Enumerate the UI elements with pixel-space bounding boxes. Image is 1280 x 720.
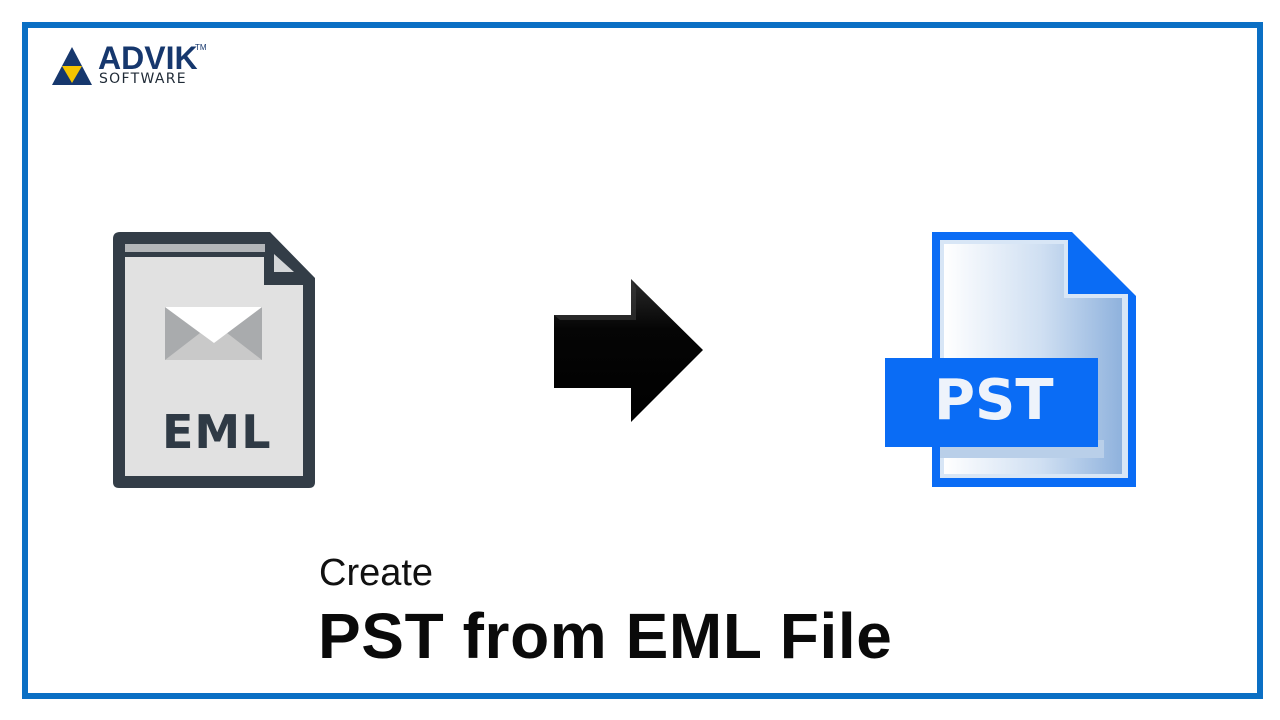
pst-file-icon — [885, 232, 1136, 487]
trademark-mark: TM — [195, 43, 207, 52]
arrow-right-icon — [554, 279, 703, 422]
eml-label: EML — [162, 405, 272, 459]
pst-label: PST — [934, 368, 1054, 433]
eml-file-icon — [113, 232, 315, 488]
envelope-icon — [165, 307, 262, 360]
triangle-logo-icon — [52, 47, 92, 85]
brand-name: ADVIK — [98, 40, 198, 76]
caption-line-2: PST from EML File — [318, 600, 893, 672]
advik-logo: ADVIK TM SOFTWARE — [52, 40, 222, 88]
caption-line-1: Create — [319, 552, 434, 594]
brand-subtitle: SOFTWARE — [99, 71, 187, 87]
